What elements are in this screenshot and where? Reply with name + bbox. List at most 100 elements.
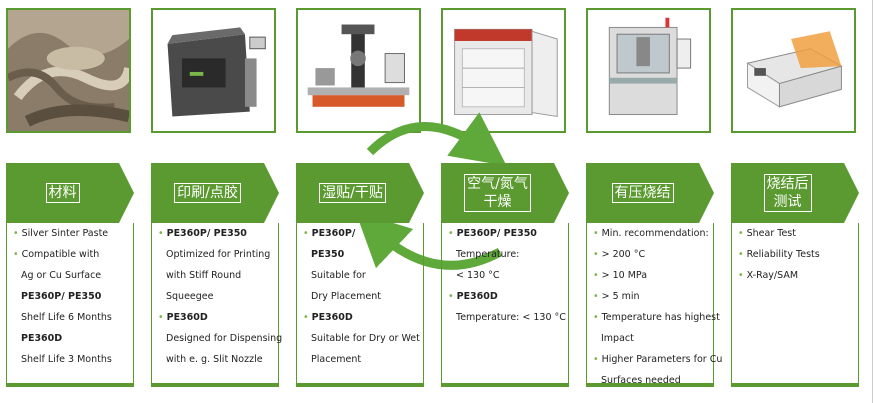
detail-text: with Stiff Round — [166, 270, 242, 281]
detail-item: •PE360D — [303, 307, 423, 328]
detail-text: > 5 min — [601, 291, 640, 302]
detail-text: Shelf Life 6 Months — [21, 312, 112, 323]
stage-label: 有压烧结 — [611, 183, 674, 203]
detail-text: PE360P/ PE350 — [166, 228, 247, 239]
detail-item: •Min. recommendation: — [593, 223, 713, 244]
detail-text: Shear Test — [746, 228, 796, 239]
detail-item: •PE360P/ PE350 — [158, 223, 278, 244]
bullet-icon: • — [448, 228, 454, 239]
bullet-icon: • — [593, 270, 599, 281]
detail-item: Dry Placement — [303, 286, 423, 307]
detail-item: Placement — [303, 349, 423, 370]
bullet-icon: • — [158, 312, 164, 323]
stage-label: 烧结后 测试 — [763, 174, 812, 212]
bullet-icon: • — [593, 249, 599, 260]
detail-item: •> 200 °C — [593, 244, 713, 265]
detail-text: Min. recommendation: — [601, 228, 709, 239]
detail-text: Reliability Tests — [746, 249, 820, 260]
detail-item: Surfaces needed — [593, 370, 713, 391]
detail-text: PE350 — [311, 249, 345, 260]
detail-text: Dry Placement — [311, 291, 381, 302]
detail-text: Silver Sinter Paste — [21, 228, 109, 239]
pick-and-place-image — [296, 8, 421, 133]
detail-item: •PE360P/ — [303, 223, 423, 244]
bullet-icon: • — [158, 228, 164, 239]
bullet-icon: • — [593, 228, 599, 239]
bullet-icon: • — [738, 270, 744, 281]
bullet-icon: • — [303, 312, 309, 323]
detail-item: PE350 — [303, 244, 423, 265]
detail-item: < 130 °C — [448, 265, 568, 286]
detail-text: Shelf Life 3 Months — [21, 354, 112, 365]
detail-item: •Reliability Tests — [738, 244, 858, 265]
detail-text: Impact — [601, 333, 634, 344]
bullet-icon: • — [593, 354, 599, 365]
stage-chevron: 有压烧结 — [586, 163, 714, 223]
detail-item: Shelf Life 6 Months — [13, 307, 133, 328]
detail-text: Temperature: < 130 °C — [456, 312, 566, 323]
detail-item: Squeegee — [158, 286, 278, 307]
detail-item: •Compatible with — [13, 244, 133, 265]
detail-text: PE360P/ PE350 — [456, 228, 537, 239]
stage-label: 空气/氮气 干燥 — [464, 174, 531, 212]
detail-text: Placement — [311, 354, 362, 365]
silver-paste-image — [6, 8, 131, 133]
bullet-icon: • — [448, 291, 454, 302]
detail-text: Temperature has highest — [601, 312, 720, 323]
stage-label: 印刷/点胶 — [174, 183, 241, 203]
bullet-icon: • — [738, 228, 744, 239]
bullet-icon: • — [593, 291, 599, 302]
detail-item: •> 10 MPa — [593, 265, 713, 286]
detail-text: Compatible with — [21, 249, 100, 260]
detail-item: Temperature: < 130 °C — [448, 307, 568, 328]
detail-item: Temperature: — [448, 244, 568, 265]
detail-text: PE360D — [21, 333, 63, 344]
detail-item: Optimized for Printing — [158, 244, 278, 265]
detail-text: Squeegee — [166, 291, 214, 302]
bullet-icon: • — [738, 249, 744, 260]
detail-item: with e. g. Slit Nozzle — [158, 349, 278, 370]
stage-details: •Min. recommendation:•> 200 °C•> 10 MPa•… — [586, 223, 722, 387]
detail-item: •Silver Sinter Paste — [13, 223, 133, 244]
detail-item: •Temperature has highest — [593, 307, 720, 328]
detail-item: •> 5 min — [593, 286, 713, 307]
bullet-icon: • — [13, 249, 19, 260]
detail-item: PE360P/ PE350 — [13, 286, 133, 307]
detail-item: •Higher Parameters for Cu — [593, 349, 722, 370]
stage-chevron: 烧结后 测试 — [731, 163, 859, 223]
detail-text: > 200 °C — [601, 249, 646, 260]
detail-text: PE360P/ — [311, 228, 356, 239]
detail-item: Suitable for — [303, 265, 423, 286]
detail-item: with Stiff Round — [158, 265, 278, 286]
detail-text: PE360D — [456, 291, 498, 302]
shear-tester-image — [731, 8, 856, 133]
detail-text: Higher Parameters for Cu — [601, 354, 723, 365]
sinter-press-image — [586, 8, 711, 133]
bullet-icon: • — [593, 312, 599, 323]
detail-text: PE360D — [166, 312, 208, 323]
detail-item: Impact — [593, 328, 713, 349]
detail-text: PE360P/ PE350 — [21, 291, 102, 302]
detail-text: PE360D — [311, 312, 353, 323]
detail-item: Ag or Cu Surface — [13, 265, 133, 286]
detail-text: with e. g. Slit Nozzle — [166, 354, 263, 365]
detail-item: •X-Ray/SAM — [738, 265, 858, 286]
stage-details: •Shear Test•Reliability Tests•X-Ray/SAM — [731, 223, 859, 387]
detail-item: •PE360D — [448, 286, 568, 307]
detail-item: Shelf Life 3 Months — [13, 349, 133, 370]
detail-text: < 130 °C — [456, 270, 500, 281]
detail-text: Suitable for — [311, 270, 366, 281]
stage-chevron: 空气/氮气 干燥 — [441, 163, 569, 223]
detail-text: Ag or Cu Surface — [21, 270, 102, 281]
detail-text: Surfaces needed — [601, 375, 681, 386]
detail-item: Suitable for Dry or Wet — [303, 328, 423, 349]
stencil-printer-image — [151, 8, 276, 133]
stage-chevron: 材料 — [6, 163, 134, 223]
detail-item: •PE360P/ PE350 — [448, 223, 568, 244]
detail-item: PE360D — [13, 328, 133, 349]
detail-text: > 10 MPa — [601, 270, 648, 281]
